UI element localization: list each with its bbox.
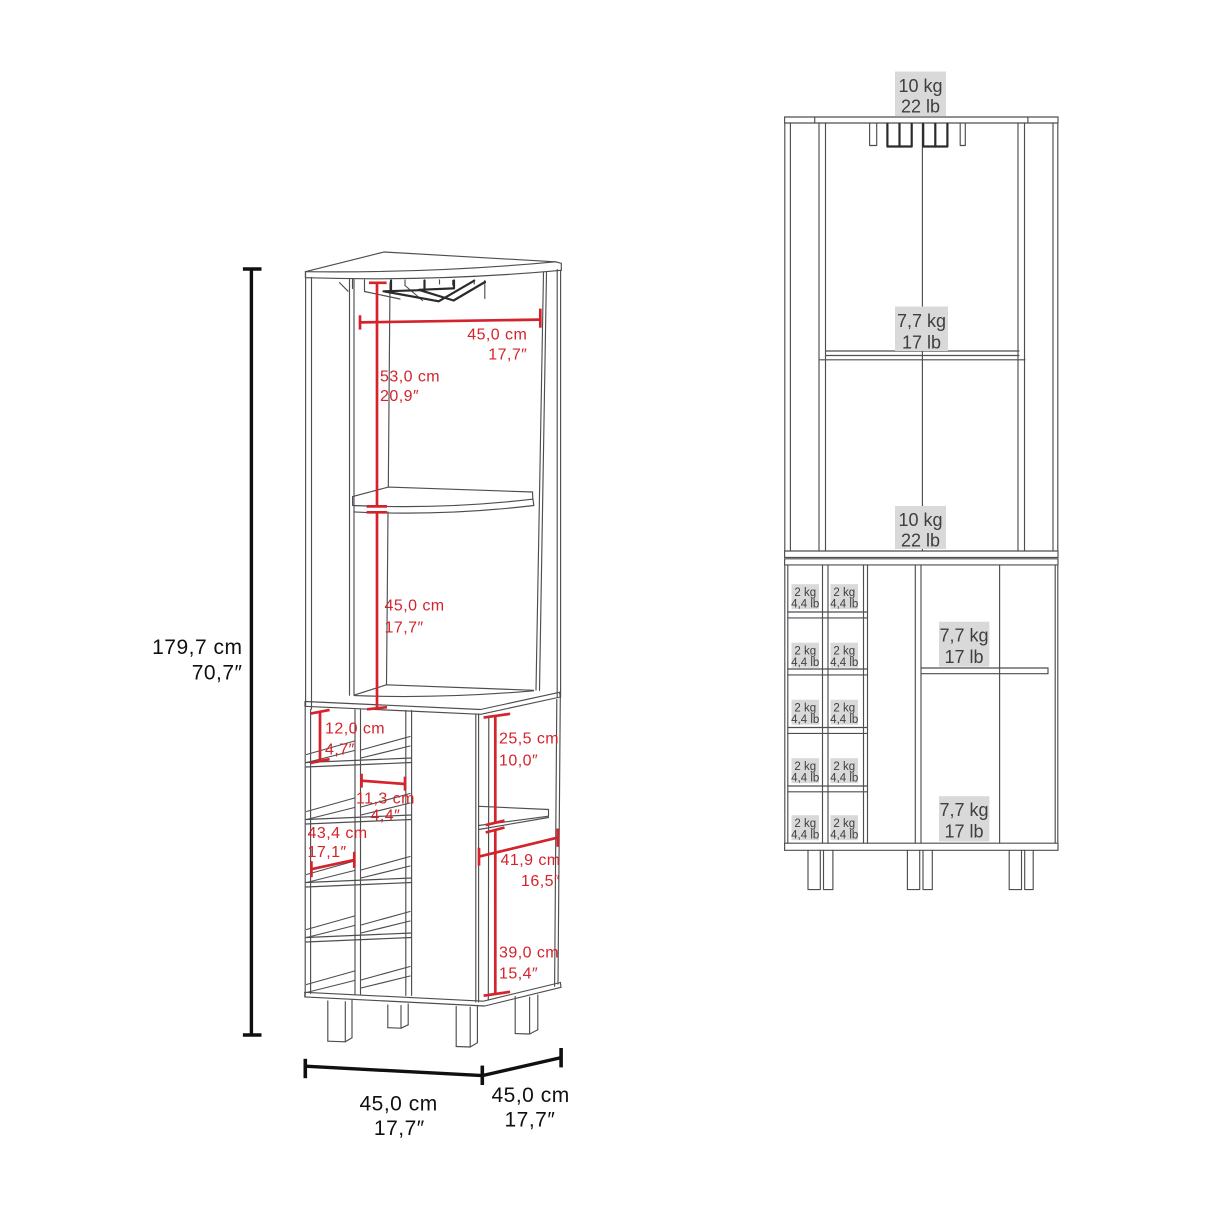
svg-text:4,4 lb: 4,4 lb	[830, 830, 858, 842]
svg-text:2 kg: 2 kg	[794, 761, 816, 773]
svg-text:17,7″: 17,7″	[385, 619, 424, 636]
svg-text:10 kg: 10 kg	[898, 76, 942, 96]
svg-text:2 kg: 2 kg	[794, 703, 816, 715]
svg-text:45,0 cm: 45,0 cm	[491, 1084, 569, 1107]
svg-text:17 lb: 17 lb	[944, 822, 983, 842]
svg-text:17,7″: 17,7″	[488, 347, 527, 364]
svg-text:45,0 cm: 45,0 cm	[385, 598, 445, 615]
svg-text:10,0″: 10,0″	[499, 752, 538, 769]
svg-text:20,9″: 20,9″	[380, 388, 419, 405]
svg-text:7,7 kg: 7,7 kg	[939, 800, 988, 820]
svg-text:53,0 cm: 53,0 cm	[380, 368, 440, 385]
svg-text:22 lb: 22 lb	[901, 531, 940, 551]
svg-text:4,4 lb: 4,4 lb	[791, 599, 819, 611]
svg-text:22 lb: 22 lb	[901, 97, 940, 117]
svg-text:11,3 cm: 11,3 cm	[356, 791, 415, 808]
svg-text:17,7″: 17,7″	[504, 1109, 555, 1132]
svg-text:17,1″: 17,1″	[308, 844, 347, 861]
svg-text:45,0 cm: 45,0 cm	[467, 327, 527, 344]
svg-text:4,7″: 4,7″	[325, 742, 355, 759]
svg-text:4,4 lb: 4,4 lb	[830, 657, 858, 669]
svg-text:2 kg: 2 kg	[794, 587, 816, 599]
svg-text:4,4 lb: 4,4 lb	[830, 714, 858, 726]
svg-text:4,4 lb: 4,4 lb	[791, 773, 819, 785]
svg-text:4,4 lb: 4,4 lb	[830, 773, 858, 785]
svg-text:45,0 cm: 45,0 cm	[359, 1092, 437, 1115]
svg-text:70,7″: 70,7″	[192, 662, 243, 685]
svg-text:4,4″: 4,4″	[371, 808, 401, 825]
svg-text:15,4″: 15,4″	[499, 965, 538, 982]
svg-text:17 lb: 17 lb	[902, 333, 941, 353]
svg-text:4,4 lb: 4,4 lb	[791, 657, 819, 669]
svg-text:2 kg: 2 kg	[833, 818, 855, 830]
svg-text:43,4 cm: 43,4 cm	[308, 825, 368, 842]
svg-text:17 lb: 17 lb	[944, 647, 983, 667]
svg-text:2 kg: 2 kg	[794, 818, 816, 830]
svg-text:17,7″: 17,7″	[374, 1117, 425, 1140]
svg-text:4,4 lb: 4,4 lb	[791, 830, 819, 842]
svg-text:7,7 kg: 7,7 kg	[897, 311, 946, 331]
svg-text:2 kg: 2 kg	[833, 646, 855, 658]
svg-text:2 kg: 2 kg	[833, 587, 855, 599]
svg-text:41,9 cm: 41,9 cm	[501, 852, 561, 869]
svg-text:12,0 cm: 12,0 cm	[325, 721, 385, 738]
svg-text:179,7 cm: 179,7 cm	[152, 636, 242, 659]
svg-text:4,4 lb: 4,4 lb	[791, 714, 819, 726]
svg-text:4,4 lb: 4,4 lb	[830, 599, 858, 611]
svg-text:39,0 cm: 39,0 cm	[499, 944, 559, 961]
svg-text:2 kg: 2 kg	[833, 703, 855, 715]
svg-text:25,5 cm: 25,5 cm	[499, 731, 559, 748]
svg-text:16,5″: 16,5″	[521, 873, 560, 890]
svg-text:2 kg: 2 kg	[794, 646, 816, 658]
svg-text:10 kg: 10 kg	[898, 510, 942, 530]
svg-text:2 kg: 2 kg	[833, 761, 855, 773]
svg-text:7,7 kg: 7,7 kg	[939, 626, 988, 646]
